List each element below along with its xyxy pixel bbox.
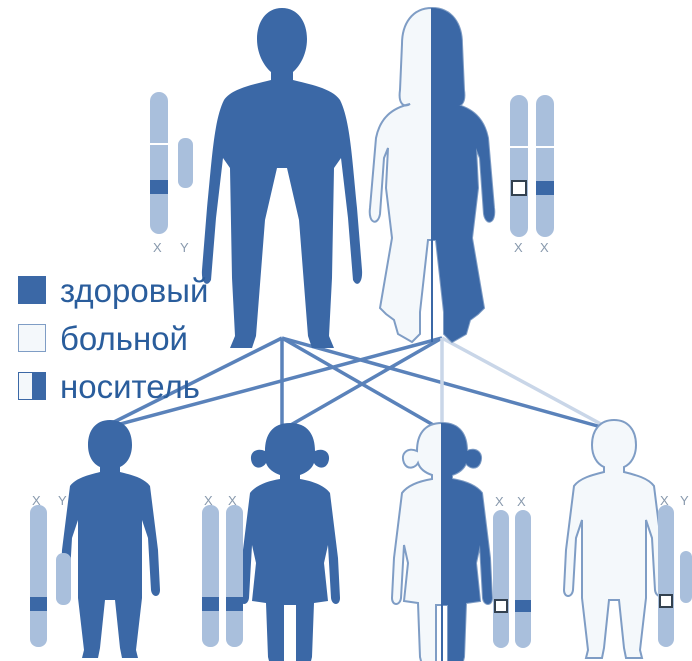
legend-label-carrier: носитель	[60, 367, 200, 405]
svg-text:Y: Y	[180, 240, 189, 255]
x-chromosome	[493, 510, 509, 648]
father-chromosomes: X Y	[150, 92, 193, 255]
x-chromosome	[150, 92, 168, 234]
y-chromosome	[178, 138, 193, 188]
line-mother-child4	[441, 336, 613, 432]
child-girl-carrier	[391, 422, 493, 661]
svg-text:X: X	[517, 494, 526, 509]
healthy-swatch	[18, 276, 46, 304]
svg-text:Y: Y	[680, 493, 689, 508]
x-chromosome	[658, 505, 674, 647]
svg-text:X: X	[514, 240, 523, 255]
legend-item-sick: больной	[18, 314, 208, 362]
child4-chromosomes: X Y	[658, 493, 692, 647]
line-father-child1	[97, 336, 283, 432]
x-chromosome	[536, 95, 554, 237]
x-chromosome	[510, 95, 528, 237]
child1-chromosomes: X Y	[30, 493, 71, 647]
svg-text:X: X	[32, 493, 41, 508]
svg-text:X: X	[495, 494, 504, 509]
line-mother-child1	[97, 336, 443, 432]
svg-text:X: X	[540, 240, 549, 255]
mother-chromosomes: X X	[510, 95, 554, 255]
svg-text:X: X	[153, 240, 162, 255]
line-father-child4	[281, 336, 613, 432]
child2-chromosomes: X X	[202, 493, 243, 647]
legend: здоровый больной носитель	[18, 266, 208, 410]
svg-text:X: X	[660, 493, 669, 508]
child-girl-healthy	[240, 423, 340, 661]
child3-chromosomes: X X	[493, 494, 531, 648]
legend-item-carrier: носитель	[18, 362, 208, 410]
x-chromosome	[202, 505, 219, 647]
y-chromosome	[56, 553, 71, 605]
carrier-swatch	[18, 372, 46, 400]
x-chromosome	[515, 510, 531, 648]
svg-text:Y: Y	[58, 493, 67, 508]
y-chromosome	[680, 551, 692, 603]
legend-label-sick: больной	[60, 319, 188, 357]
legend-label-healthy: здоровый	[60, 271, 209, 309]
svg-text:X: X	[204, 493, 213, 508]
child-boy-sick	[563, 419, 665, 659]
child-boy-healthy	[60, 420, 160, 658]
x-chromosome	[226, 505, 243, 647]
father-figure	[201, 8, 363, 348]
mother-figure	[368, 7, 496, 343]
legend-item-healthy: здоровый	[18, 266, 208, 314]
svg-text:X: X	[228, 493, 237, 508]
x-chromosome	[30, 505, 47, 647]
sick-swatch	[18, 324, 46, 352]
pedigree-lines	[97, 336, 613, 432]
line-mother-child2	[281, 336, 443, 432]
